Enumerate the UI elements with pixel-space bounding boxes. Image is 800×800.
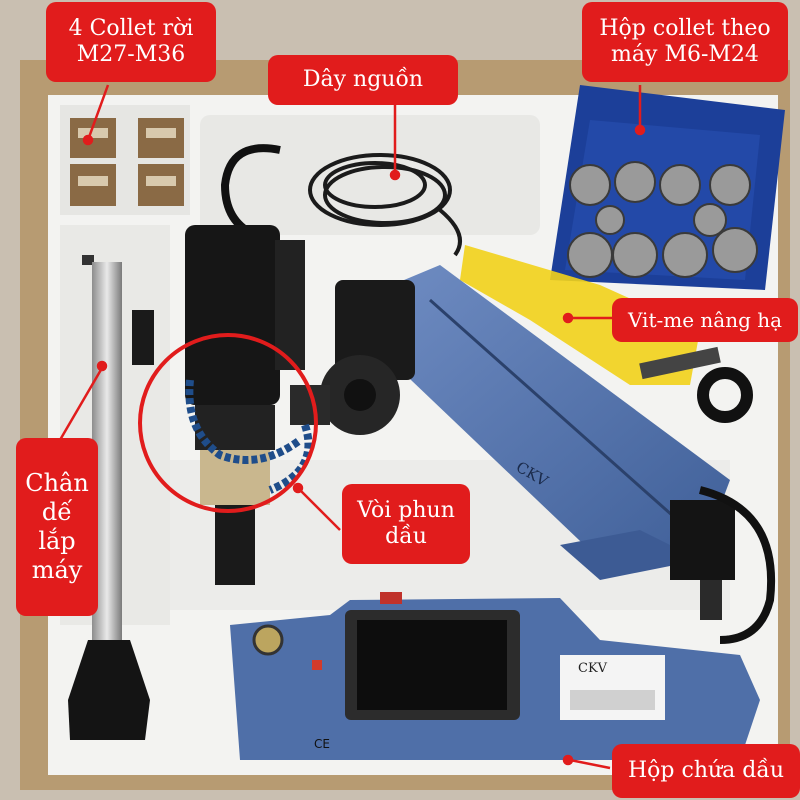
label-collet-loose-line1: 4 Collet rời	[68, 15, 194, 41]
label-oil-nozzle-line1: Vòi phun	[357, 497, 455, 523]
oil-tank	[230, 592, 760, 760]
collet-case	[550, 85, 785, 290]
label-base-stand-line2: dế	[41, 498, 73, 527]
pointer-lines	[58, 84, 646, 770]
label-power-cord-text: Dây nguồn	[302, 66, 424, 92]
base-stand	[68, 255, 154, 740]
label-base-stand-line3: lắp	[38, 527, 76, 555]
label-collet-loose-line2: M27-M36	[76, 42, 186, 67]
panel-brand: CKV	[578, 661, 608, 676]
label-base-stand-line4: máy	[31, 555, 83, 584]
label-oil-nozzle: Vòi phun dầu	[342, 484, 470, 564]
tapping-arm	[320, 265, 735, 620]
label-oil-tank: Hộp chứa dầu	[612, 744, 800, 798]
label-base-stand: Chân dế lắp máy	[16, 438, 98, 616]
label-collet-box: Hộp collet theo máy M6-M24	[582, 2, 788, 82]
label-lead-screw: Vit-me nâng hạ	[612, 298, 798, 342]
nozzle-highlight-circle	[138, 333, 318, 513]
tapping-head	[185, 225, 330, 585]
collet-boxes	[70, 118, 184, 206]
lead-screw-bag	[460, 245, 700, 385]
ce-mark: CE	[314, 737, 330, 751]
label-power-cord: Dây nguồn	[268, 55, 458, 105]
label-oil-nozzle-line2: dầu	[385, 524, 427, 549]
label-collet-box-line2: máy M6-M24	[611, 42, 759, 67]
label-base-stand-line1: Chân	[25, 469, 89, 498]
power-cord	[308, 153, 462, 257]
label-collet-box-line1: Hộp collet theo	[599, 15, 771, 41]
label-oil-tank-text: Hộp chứa dầu	[627, 757, 784, 783]
label-lead-screw-text: Vit-me nâng hạ	[627, 308, 783, 332]
label-collet-loose: 4 Collet rời M27-M36	[46, 2, 216, 82]
